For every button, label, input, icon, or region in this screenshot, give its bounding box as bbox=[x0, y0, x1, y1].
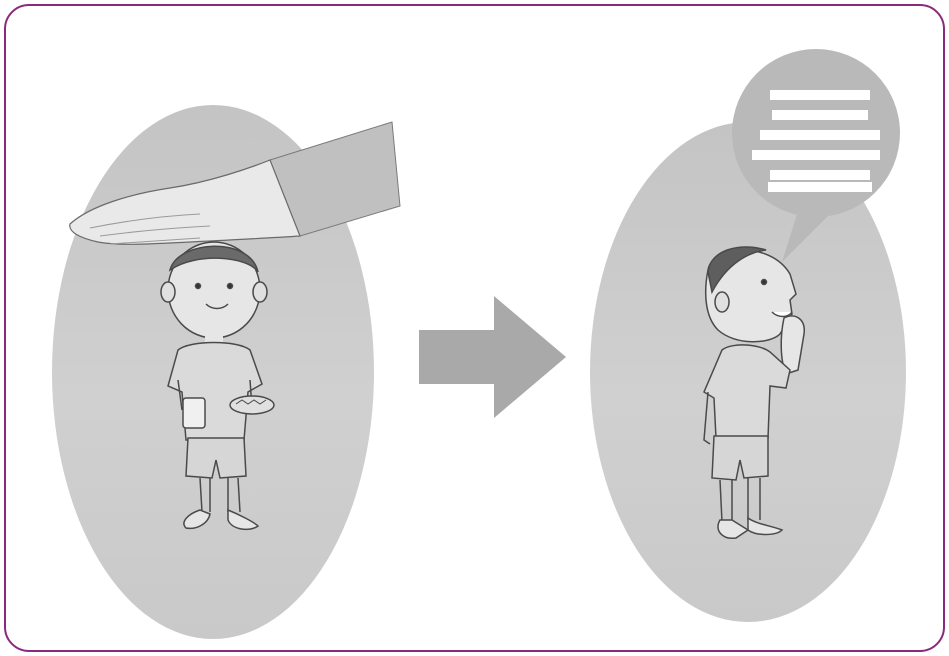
illustration-frame bbox=[0, 0, 949, 656]
